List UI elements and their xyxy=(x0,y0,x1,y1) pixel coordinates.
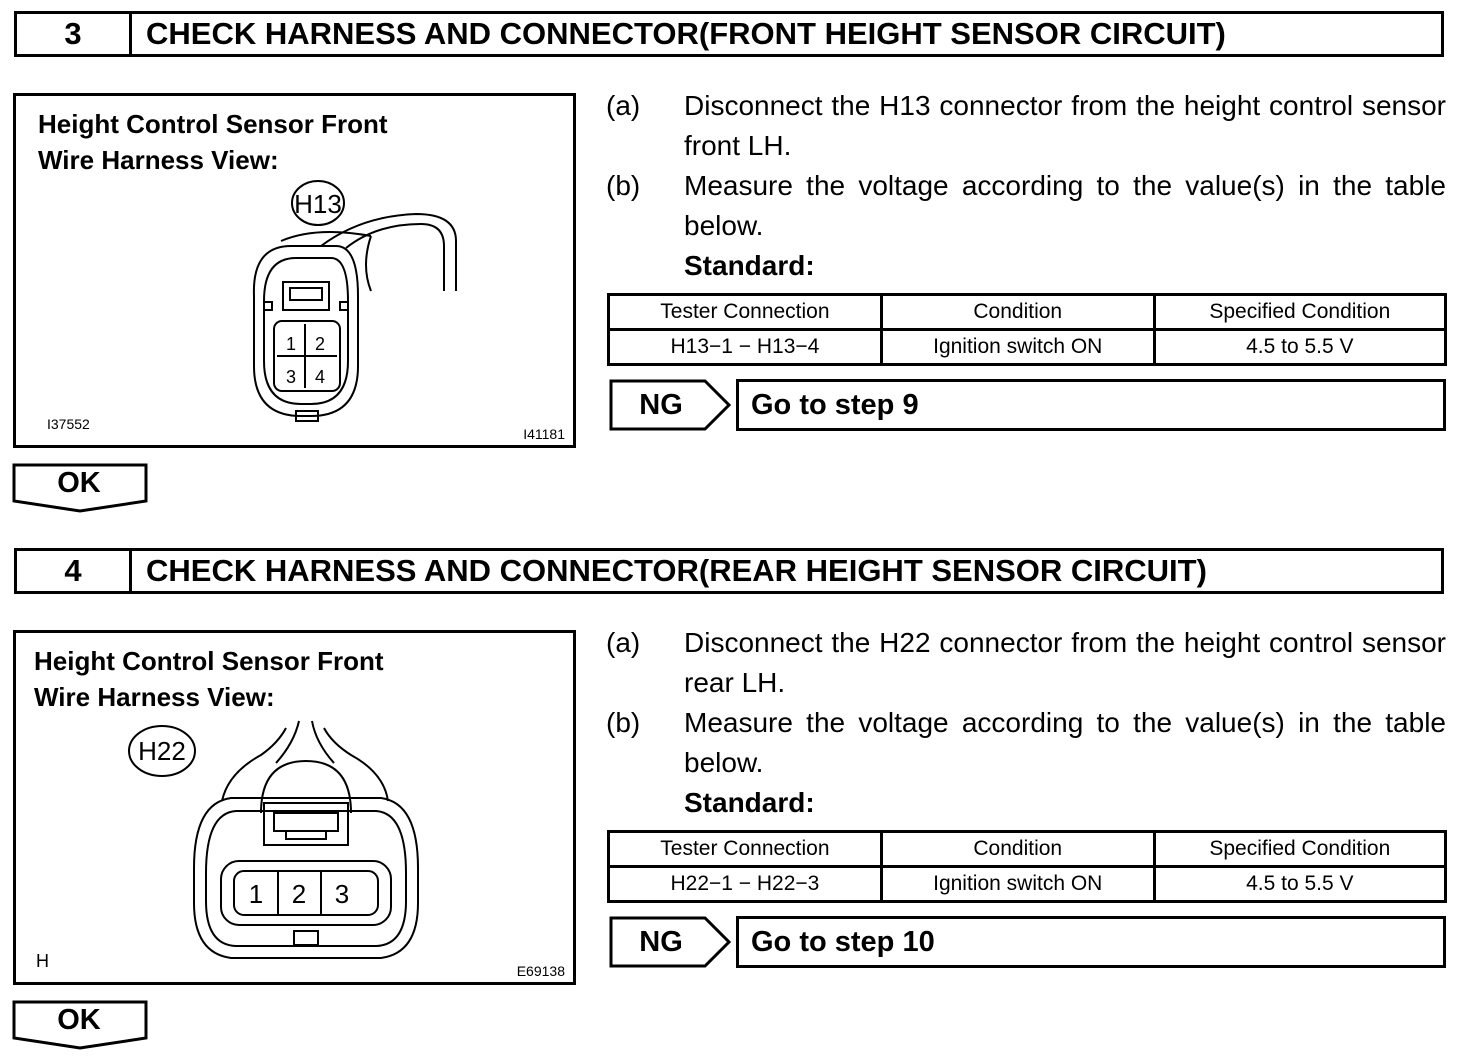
table-header-row: Tester Connection Condition Specified Co… xyxy=(607,830,1448,868)
standard-label: Standard: xyxy=(684,250,815,281)
table-cell: H22−1 − H22−3 xyxy=(607,865,883,903)
table-header: Specified Condition xyxy=(1152,830,1448,868)
ng-arrow-icon xyxy=(609,916,732,968)
pin-label: 3 xyxy=(335,879,349,909)
pin-label: 2 xyxy=(292,879,306,909)
figure-caption: Height Control Sensor Front Wire Harness… xyxy=(34,646,384,712)
ng-label: NG xyxy=(639,925,683,958)
figure-code-left: I37552 xyxy=(47,416,90,432)
instruction-item: (b) Measure the voltage according to the… xyxy=(606,707,1446,778)
goto-step-link[interactable]: Go to step 10 xyxy=(736,916,1446,968)
table-row: H13−1 − H13−4 Ignition switch ON 4.5 to … xyxy=(607,328,1448,366)
step-title: CHECK HARNESS AND CONNECTOR(REAR HEIGHT … xyxy=(146,553,1207,588)
step-number: 3 xyxy=(17,14,132,54)
pin-label: 1 xyxy=(249,879,263,909)
step-title: CHECK HARNESS AND CONNECTOR(FRONT HEIGHT… xyxy=(146,16,1226,51)
step-header: 4 CHECK HARNESS AND CONNECTOR(REAR HEIGH… xyxy=(14,548,1444,594)
ng-label: NG xyxy=(639,388,683,421)
step-instructions: (a) Disconnect the H13 connector from th… xyxy=(606,86,1446,286)
ok-arrow-icon xyxy=(12,463,148,513)
ng-branch: NG Go to step 10 xyxy=(609,916,1446,968)
connector-label: H13 xyxy=(294,189,342,219)
instruction-item: (a) Disconnect the H22 connector from th… xyxy=(606,627,1446,698)
table-header-row: Tester Connection Condition Specified Co… xyxy=(607,293,1448,331)
instruction-item: (b) Measure the voltage according to the… xyxy=(606,170,1446,241)
step-header: 3 CHECK HARNESS AND CONNECTOR(FRONT HEIG… xyxy=(14,11,1444,57)
figure-code-right: I41181 xyxy=(523,426,565,442)
ok-label: OK xyxy=(57,467,101,499)
standard-label: Standard: xyxy=(684,787,815,818)
table-cell: 4.5 to 5.5 V xyxy=(1152,328,1448,366)
table-header: Condition xyxy=(879,293,1156,331)
pin-label: 4 xyxy=(315,367,325,387)
ng-branch: NG Go to step 9 xyxy=(609,379,1446,431)
figure-code-left: H xyxy=(36,951,49,971)
table-cell: Ignition switch ON xyxy=(879,328,1156,366)
ok-arrow-icon xyxy=(12,1000,148,1050)
pin-label: 3 xyxy=(286,367,296,387)
step-number: 4 xyxy=(17,551,132,591)
table-header: Specified Condition xyxy=(1152,293,1448,331)
connector-figure: Height Control Sensor Front Wire Harness… xyxy=(13,93,576,448)
pin-label: 1 xyxy=(286,334,296,354)
table-row: H22−1 − H22−3 Ignition switch ON 4.5 to … xyxy=(607,865,1448,903)
table-header: Tester Connection xyxy=(607,293,883,331)
connector-h13-drawing: H13 1 2 3 4 xyxy=(252,180,457,422)
instruction-item: (a) Disconnect the H13 connector from th… xyxy=(606,90,1446,161)
spec-table: Tester Connection Condition Specified Co… xyxy=(607,293,1448,366)
ng-arrow-icon xyxy=(609,379,732,431)
table-cell: 4.5 to 5.5 V xyxy=(1152,865,1448,903)
table-header: Tester Connection xyxy=(607,830,883,868)
figure-caption: Height Control Sensor Front Wire Harness… xyxy=(38,109,388,175)
ok-label: OK xyxy=(57,1004,101,1036)
ok-branch[interactable]: OK xyxy=(12,1000,150,1052)
connector-figure: Height Control Sensor Front Wire Harness… xyxy=(13,630,576,985)
goto-step-link[interactable]: Go to step 9 xyxy=(736,379,1446,431)
table-cell: Ignition switch ON xyxy=(879,865,1156,903)
pin-label: 2 xyxy=(315,334,325,354)
ok-branch[interactable]: OK xyxy=(12,463,150,515)
spec-table: Tester Connection Condition Specified Co… xyxy=(607,830,1448,903)
figure-code-right: E69138 xyxy=(516,963,565,979)
table-header: Condition xyxy=(879,830,1156,868)
step-instructions: (a) Disconnect the H22 connector from th… xyxy=(606,623,1446,823)
connector-h22-drawing: H22 1 2 3 xyxy=(128,720,419,959)
connector-label: H22 xyxy=(138,736,186,766)
table-cell: H13−1 − H13−4 xyxy=(607,328,883,366)
